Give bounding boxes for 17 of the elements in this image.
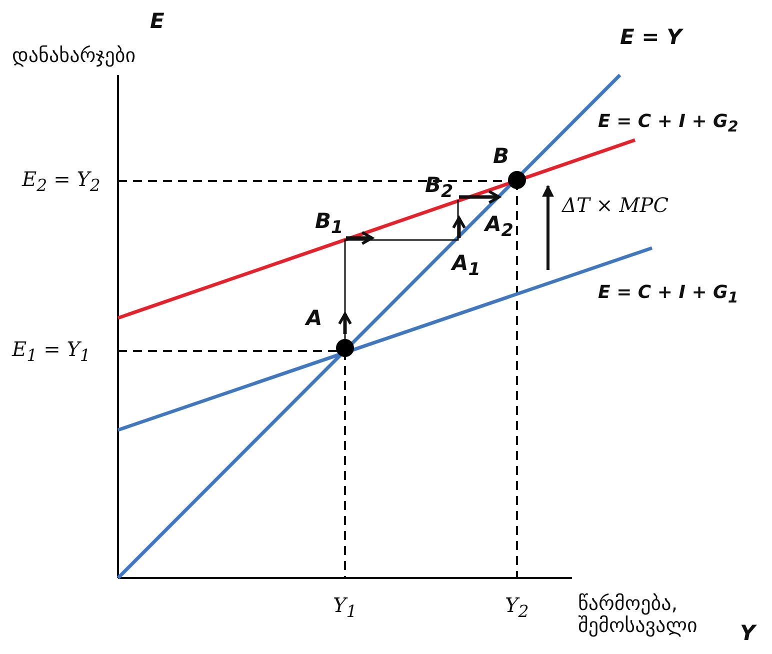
axis-title: E [150, 10, 164, 34]
line-label: E = C + I + G$_{2}$ [598, 112, 738, 136]
point-label: B$_{1}$ [315, 210, 344, 238]
axis-value: E$_{2}$ = Y$_{2}$ [22, 168, 101, 196]
axis-title: დანახარჯები [12, 44, 136, 66]
axis-value: Y$_{1}$ [333, 594, 357, 622]
line-label: E = Y [620, 26, 682, 50]
annotation: ΔT × MPC [562, 194, 668, 216]
axis-title: Y [740, 622, 756, 646]
axis-title: წარმოება, შემოსავალი [578, 592, 698, 636]
line-label: E = C + I + G$_{1}$ [598, 283, 738, 306]
axis-value: Y$_{2}$ [505, 594, 529, 622]
point-label: A$_{2}$ [485, 213, 514, 242]
point-label: A [306, 307, 322, 330]
point-label: B [493, 145, 510, 168]
point-label: A$_{1}$ [452, 252, 480, 280]
axis-value: E$_{1}$ = Y$_{1}$ [12, 338, 91, 366]
